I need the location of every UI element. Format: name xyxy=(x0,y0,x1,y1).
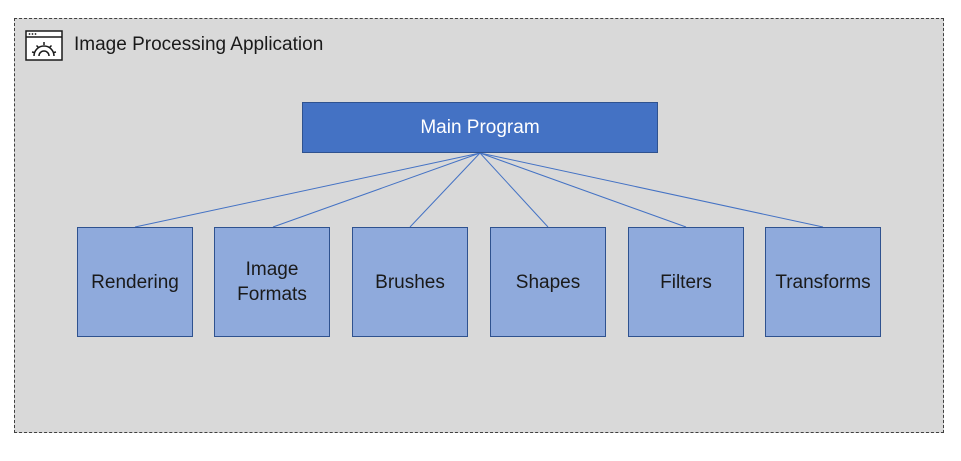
module-filters: Filters xyxy=(628,227,744,337)
module-label: Image Formats xyxy=(237,259,307,305)
application-boundary xyxy=(14,18,944,433)
module-image-formats: Image Formats xyxy=(214,227,330,337)
module-transforms: Transforms xyxy=(765,227,881,337)
module-shapes: Shapes xyxy=(490,227,606,337)
module-label: Filters xyxy=(660,271,712,293)
main-program-box: Main Program xyxy=(302,102,658,153)
module-label: Shapes xyxy=(515,271,581,293)
app-gear-window-icon xyxy=(25,30,63,61)
module-brushes: Brushes xyxy=(352,227,468,337)
main-program-label: Main Program xyxy=(420,116,540,138)
app-title: Image Processing Application xyxy=(74,34,324,55)
module-rendering: Rendering xyxy=(77,227,193,337)
module-label: Brushes xyxy=(375,271,445,293)
module-label: Transforms xyxy=(775,271,871,293)
module-label: Rendering xyxy=(91,271,179,293)
